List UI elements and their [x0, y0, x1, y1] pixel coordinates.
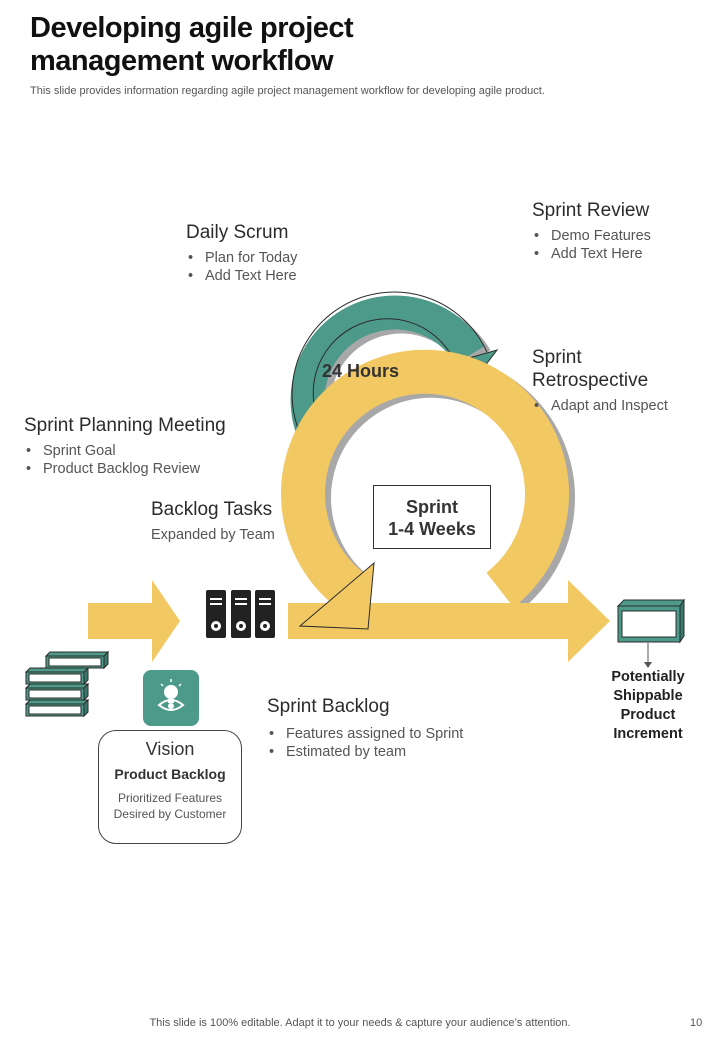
sprint-planning-heading: Sprint Planning Meeting	[24, 415, 226, 436]
vision-desc-line-2: Desired by Customer	[113, 807, 227, 821]
sprint-review-block: Sprint Review Demo Features Add Text Her…	[532, 199, 651, 263]
daily-scrum-bullet: Plan for Today	[186, 249, 297, 267]
sprint-review-heading: Sprint Review	[532, 200, 650, 221]
sprint-retrospective-heading-2: Retrospective	[532, 370, 649, 391]
backlog-tasks-block: Backlog Tasks Expanded by Team	[151, 498, 275, 543]
vision-desc-line-1: Prioritized Features	[117, 791, 223, 805]
main-arrow	[288, 580, 610, 662]
backlog-tasks-heading: Backlog Tasks	[151, 499, 273, 520]
sprint-arrowhead	[298, 561, 375, 630]
daily-scrum-loop	[290, 295, 485, 454]
page-title: Developing agile project management work…	[30, 12, 354, 77]
sprint-review-bullet: Demo Features	[532, 227, 651, 245]
backlog-tasks-text: Expanded by Team	[151, 527, 275, 543]
sprint-retrospective-bullet: Adapt and Inspect	[532, 397, 668, 415]
sprint-planning-bullet: Product Backlog Review	[24, 460, 226, 478]
increment-line-3: Product	[620, 707, 676, 723]
product-increment-label: Potentially Shippable Product Increment	[596, 668, 700, 744]
vision-idea-icon	[143, 670, 199, 726]
increment-line-1: Potentially	[611, 669, 685, 685]
daily-scrum-bullet: Add Text Here	[186, 267, 297, 285]
sprint-duration-line-2: 1-4 Weeks	[388, 519, 476, 539]
page-subtitle: This slide provides information regardin…	[30, 85, 545, 97]
vision-subtitle: Product Backlog	[114, 766, 226, 782]
page-number: 10	[690, 1017, 703, 1029]
sprint-planning-bullet: Sprint Goal	[24, 442, 226, 460]
sprint-loop	[281, 349, 569, 608]
sprint-review-bullet: Add Text Here	[532, 245, 651, 263]
vision-card: Vision Product Backlog Prioritized Featu…	[98, 730, 242, 844]
sprint-duration-box: Sprint 1-4 Weeks	[373, 485, 491, 549]
sprint-backlog-heading: Sprint Backlog	[267, 696, 390, 717]
product-backlog-stack-icon	[24, 650, 110, 718]
input-arrow	[88, 580, 180, 662]
daily-cycle-label: 24 Hours	[322, 361, 400, 381]
sprint-backlog-bullet: Features assigned to Sprint	[267, 725, 463, 743]
footer-text: This slide is 100% editable. Adapt it to…	[149, 1017, 571, 1029]
increment-line-2: Shippable	[613, 688, 683, 704]
vision-title: Vision	[145, 739, 195, 759]
sprint-backlog-bullet: Estimated by team	[267, 743, 463, 761]
daily-scrum-block: Daily Scrum Plan for Today Add Text Here	[186, 221, 297, 285]
sprint-planning-block: Sprint Planning Meeting Sprint Goal Prod…	[24, 414, 226, 478]
increment-line-4: Increment	[613, 726, 683, 742]
sprint-backlog-block: Sprint Backlog Features assigned to Spri…	[267, 695, 463, 761]
sprint-duration-line-1: Sprint	[406, 497, 458, 517]
backlog-tasks-binders-icon	[206, 590, 275, 638]
sprint-retrospective-block: Sprint Retrospective Adapt and Inspect	[532, 346, 668, 415]
daily-scrum-heading: Daily Scrum	[186, 222, 289, 243]
sprint-retrospective-heading-1: Sprint	[532, 347, 582, 368]
product-increment-box-icon	[616, 598, 685, 644]
